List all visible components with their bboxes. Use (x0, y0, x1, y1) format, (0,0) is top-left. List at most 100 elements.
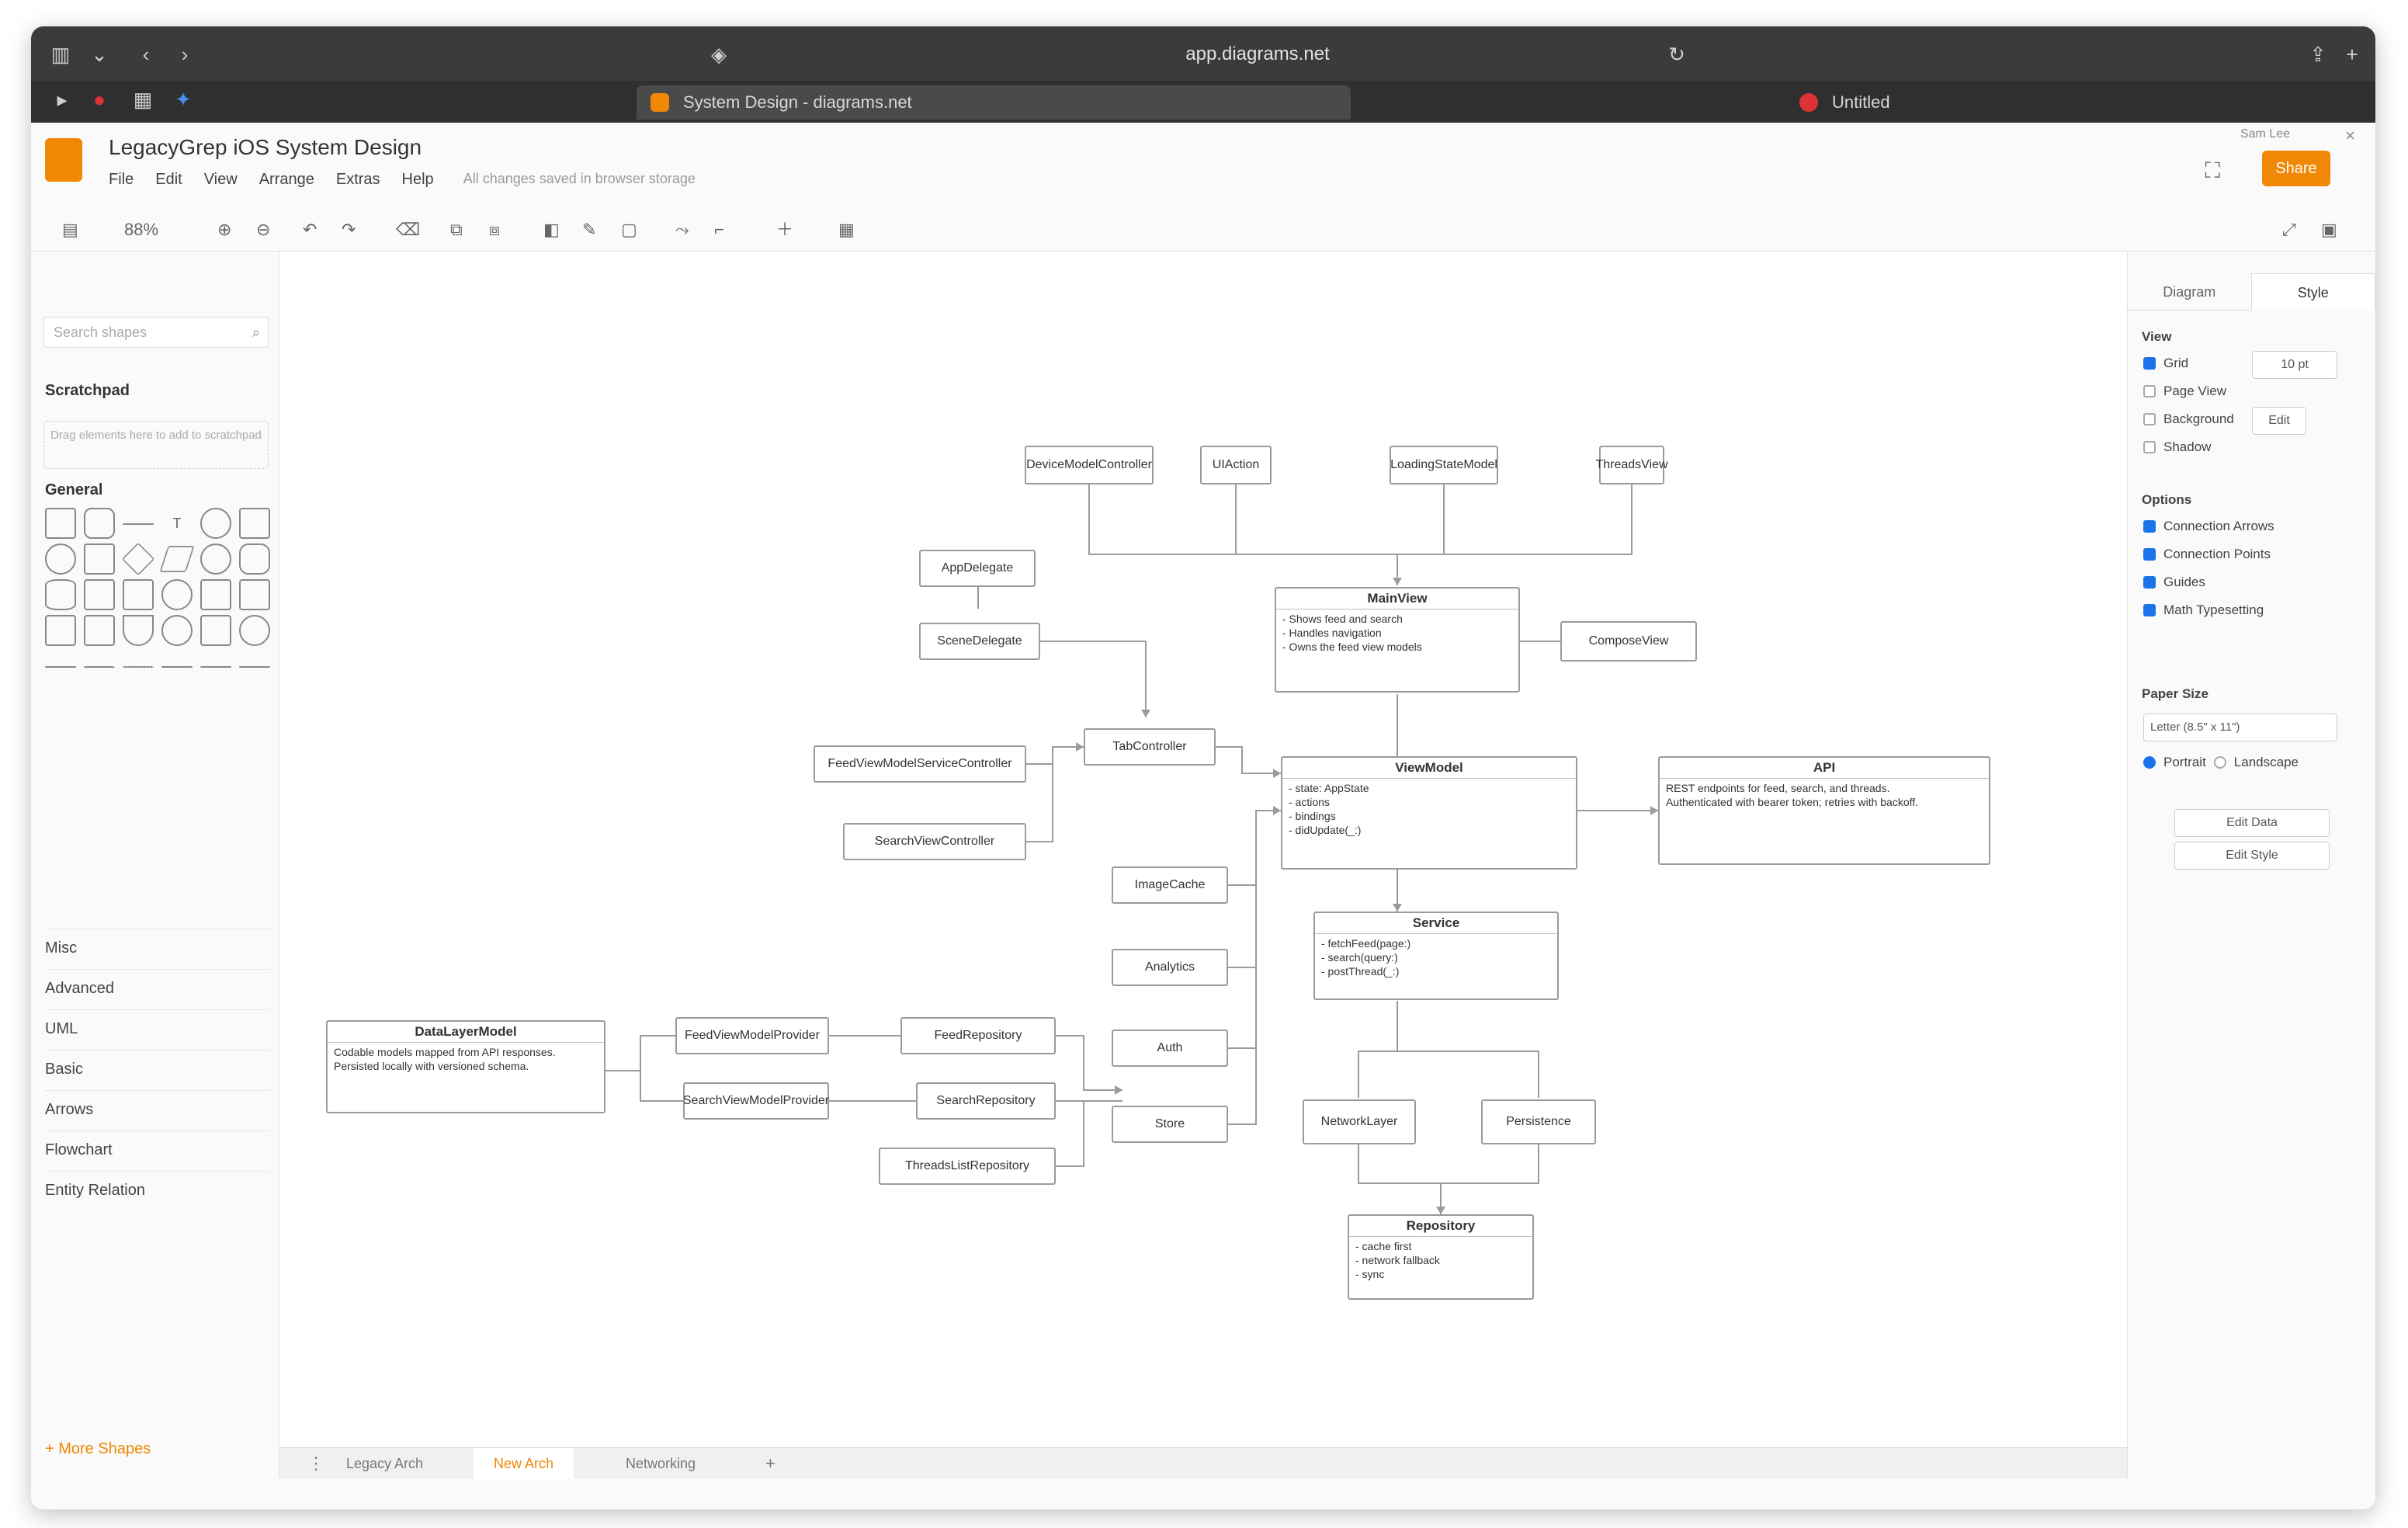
landscape-radio[interactable] (2213, 756, 2226, 769)
x-shape-icon[interactable] (239, 615, 270, 646)
search-icon[interactable]: ⌕ (252, 325, 260, 340)
new-tab-icon[interactable]: + (2346, 43, 2358, 66)
back-icon[interactable]: ‹ (142, 43, 150, 66)
reload-icon[interactable]: ↻ (1668, 43, 1685, 66)
node-search-vm-provider[interactable]: SearchViewModelProvider (683, 1082, 829, 1120)
page-tab-networking[interactable]: Networking (626, 1456, 696, 1471)
cloud-shape-icon[interactable] (200, 543, 231, 575)
menu-help[interactable]: Help (401, 171, 434, 188)
general-section-title[interactable]: General (45, 481, 103, 498)
delete-icon[interactable]: ⌫ (396, 220, 421, 239)
or-shape-icon[interactable] (161, 615, 193, 646)
page-tab-new[interactable]: New Arch (474, 1448, 574, 1479)
dotted-line-shape-icon[interactable] (123, 666, 154, 668)
square-shape-icon[interactable] (239, 508, 270, 539)
shape-search-input[interactable]: Search shapes ⌕ (43, 317, 269, 348)
node-threads-view[interactable]: ThreadsView (1595, 446, 1668, 484)
rectangle-shape-icon[interactable] (45, 508, 76, 539)
node-search-view-controller[interactable]: SearchViewController (843, 823, 1026, 860)
zoom-in-icon[interactable]: ⊕ (217, 220, 232, 239)
node-api[interactable]: API REST endpoints for feed, search, and… (1658, 756, 1990, 865)
library-uml[interactable]: UML (45, 1009, 270, 1047)
menu-extras[interactable]: Extras (335, 171, 380, 188)
fill-color-icon[interactable]: ◧ (543, 220, 560, 239)
process-shape-icon[interactable] (84, 543, 115, 575)
background-checkbox[interactable] (2143, 413, 2156, 425)
close-icon[interactable]: × (2345, 126, 2355, 145)
edit-data-button[interactable]: Edit Data (2174, 809, 2330, 837)
to-front-icon[interactable]: ⧉ (450, 220, 463, 239)
url-field[interactable]: app.diagrams.net (1185, 43, 1330, 64)
menu-arrange[interactable]: Arrange (258, 171, 314, 188)
privacy-shield-icon[interactable]: ◈ (711, 43, 727, 66)
tape-shape-icon[interactable] (123, 579, 154, 610)
grid-checkbox[interactable] (2143, 357, 2156, 370)
connection-points-checkbox[interactable] (2143, 548, 2156, 561)
fullscreen-icon[interactable]: ⛶ (2205, 158, 2220, 182)
shadow-icon[interactable]: ▢ (621, 220, 637, 239)
connector-shape-icon[interactable] (161, 666, 193, 668)
bidirectional-shape-icon[interactable] (200, 666, 231, 668)
node-search-repository[interactable]: SearchRepository (916, 1082, 1056, 1120)
diagram-canvas[interactable]: DeviceModelController UIAction LoadingSt… (279, 252, 2127, 1447)
node-feed-repository[interactable]: FeedRepository (900, 1017, 1056, 1054)
grid-icon[interactable]: ▦ (133, 88, 153, 111)
option-math[interactable]: Math Typesetting (2143, 603, 2264, 618)
waypoints-icon[interactable]: ⌐ (714, 220, 724, 239)
library-arrows[interactable]: Arrows (45, 1090, 270, 1127)
note-shape-icon[interactable] (200, 579, 231, 610)
triangle-shape-icon[interactable] (123, 615, 154, 646)
node-persistence[interactable]: Persistence (1481, 1099, 1596, 1144)
document-shape-icon[interactable] (84, 579, 115, 610)
connection-icon[interactable]: ⤳ (675, 220, 689, 239)
guides-checkbox[interactable] (2143, 576, 2156, 589)
node-device-model-controller[interactable]: DeviceModelController (1025, 446, 1154, 484)
node-service[interactable]: Service - fetchFeed(page:) - search(quer… (1313, 912, 1559, 1000)
page-view-checkbox[interactable] (2143, 385, 2156, 398)
grid-size-input[interactable]: 10 pt (2252, 351, 2337, 379)
diamond-shape-icon[interactable] (121, 542, 155, 576)
math-checkbox[interactable] (2143, 604, 2156, 616)
portrait-radio[interactable] (2143, 756, 2156, 769)
node-app-delegate[interactable]: AppDelegate (919, 550, 1036, 587)
paper-size-select[interactable]: Letter (8.5" x 11") (2143, 714, 2337, 741)
extension-icon[interactable]: ✦ (175, 88, 192, 111)
hexagon-shape-icon[interactable] (239, 543, 270, 575)
node-auth[interactable]: Auth (1112, 1030, 1228, 1067)
undo-icon[interactable]: ↶ (303, 220, 317, 239)
forward-icon[interactable]: › (181, 43, 189, 66)
connection-arrows-checkbox[interactable] (2143, 520, 2156, 533)
library-basic[interactable]: Basic (45, 1050, 270, 1087)
node-network-layer[interactable]: NetworkLayer (1303, 1099, 1416, 1144)
user-name[interactable]: Sam Lee (2240, 127, 2290, 141)
library-entity-relation[interactable]: Entity Relation (45, 1171, 270, 1208)
ellipse-shape-icon[interactable] (200, 508, 231, 539)
more-shapes-button[interactable]: + More Shapes (45, 1440, 151, 1457)
to-back-icon[interactable]: ⧈ (489, 220, 500, 239)
fullscreen-toolbar-icon[interactable]: ⤢ (2282, 220, 2296, 239)
node-threads-list-repository[interactable]: ThreadsListRepository (879, 1148, 1056, 1185)
format-icon[interactable]: ▣ (2321, 220, 2337, 239)
chevron-down-icon[interactable]: ⌄ (91, 43, 108, 66)
share-icon[interactable]: ⇪ (2309, 43, 2326, 66)
line-shape-icon[interactable] (123, 523, 154, 525)
node-ui-action[interactable]: UIAction (1200, 446, 1272, 484)
option-background[interactable]: Background (2143, 412, 2234, 427)
format-panel-toggle-icon[interactable]: ▤ (62, 220, 78, 239)
scratchpad-dropzone[interactable]: Drag elements here to add to scratchpad (43, 421, 269, 469)
library-advanced[interactable]: Advanced (45, 969, 270, 1006)
table-icon[interactable]: ▦ (838, 220, 855, 239)
arrow-shape-icon[interactable] (45, 666, 76, 668)
browser-tab-active[interactable]: System Design - diagrams.net (637, 85, 1351, 120)
option-guides[interactable]: Guides (2143, 575, 2205, 590)
node-data-layer-model[interactable]: DataLayerModel Codable models mapped fro… (326, 1020, 605, 1113)
play-icon[interactable]: ▸ (57, 88, 68, 111)
node-image-cache[interactable]: ImageCache (1112, 866, 1228, 904)
record-icon[interactable]: ● (93, 88, 106, 111)
node-repository[interactable]: Repository - cache first - network fallb… (1348, 1214, 1534, 1300)
node-scene-delegate[interactable]: SceneDelegate (919, 623, 1040, 660)
list-shape-icon[interactable] (84, 615, 115, 646)
browser-tab[interactable]: Untitled (1785, 85, 2329, 120)
node-analytics[interactable]: Analytics (1112, 949, 1228, 986)
pages-menu-icon[interactable]: ⋮ (307, 1453, 324, 1473)
